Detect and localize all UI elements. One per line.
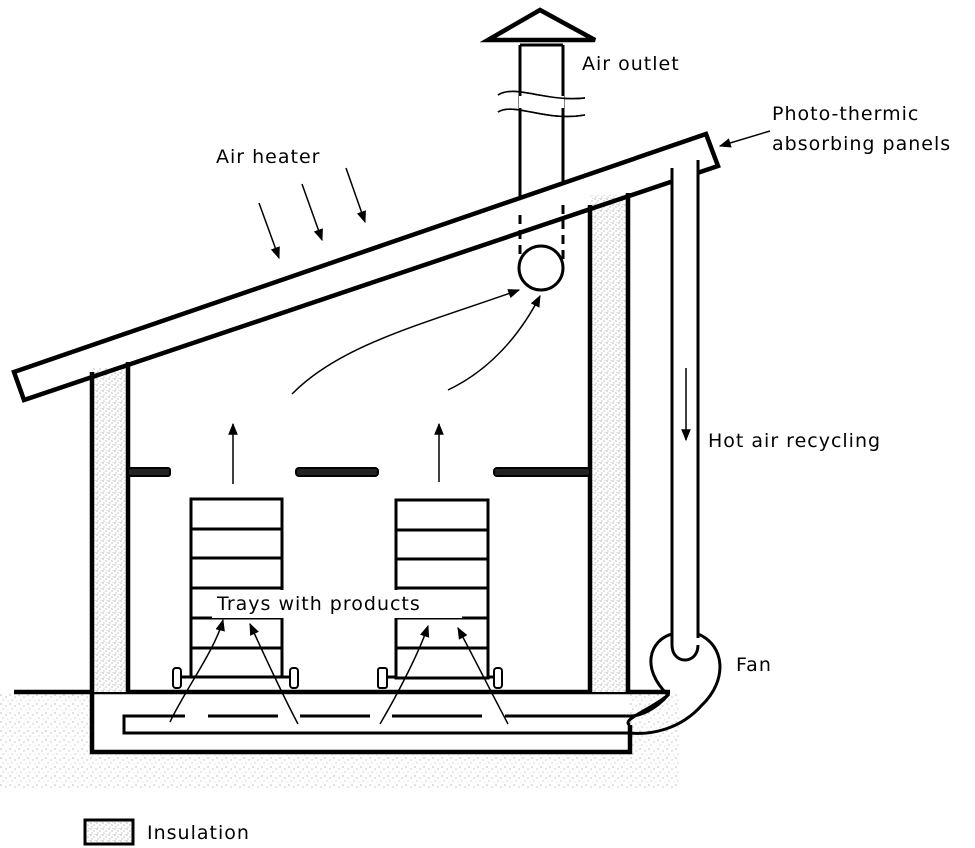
arrow-icon (169, 618, 225, 723)
legend-insulation-label: Insulation (147, 822, 250, 844)
baffle-shelves (127, 467, 591, 477)
label-photo-thermic-1: Photo-thermic (772, 103, 919, 125)
left-wall (89, 362, 131, 692)
label-photo-thermic-2: absorbing panels (772, 133, 951, 155)
arrow-icon (718, 130, 771, 148)
label-air-outlet: Air outlet (582, 53, 680, 75)
wheel-icon (172, 667, 191, 689)
exhaust-vent (517, 244, 565, 292)
legend: Insulation (83, 818, 250, 846)
recycling-duct (626, 160, 722, 735)
arrow-icon (447, 294, 541, 391)
roof-absorbing-panel (11, 131, 721, 403)
label-fan: Fan (736, 654, 772, 676)
arrow-icon (291, 289, 521, 395)
wheel-icon (377, 667, 396, 689)
arrow-icon (301, 183, 323, 242)
airflow-arrows (169, 130, 771, 725)
chimney (479, 7, 597, 292)
floor-duct (89, 689, 633, 755)
arrow-icon (457, 626, 509, 725)
arrow-icon (345, 167, 366, 224)
arrow-icon (258, 202, 280, 260)
right-wall (587, 193, 631, 692)
tray-stack-right (377, 498, 503, 689)
wheel-icon (282, 667, 299, 689)
label-trays: Trays with products (216, 593, 421, 615)
label-hot-air-recycling: Hot air recycling (708, 430, 881, 452)
arrow-icon (249, 622, 299, 725)
label-air-heater: Air heater (216, 146, 320, 168)
legend-insulation-swatch (83, 818, 135, 846)
wheel-icon (488, 667, 503, 689)
arrow-icon (379, 624, 430, 725)
